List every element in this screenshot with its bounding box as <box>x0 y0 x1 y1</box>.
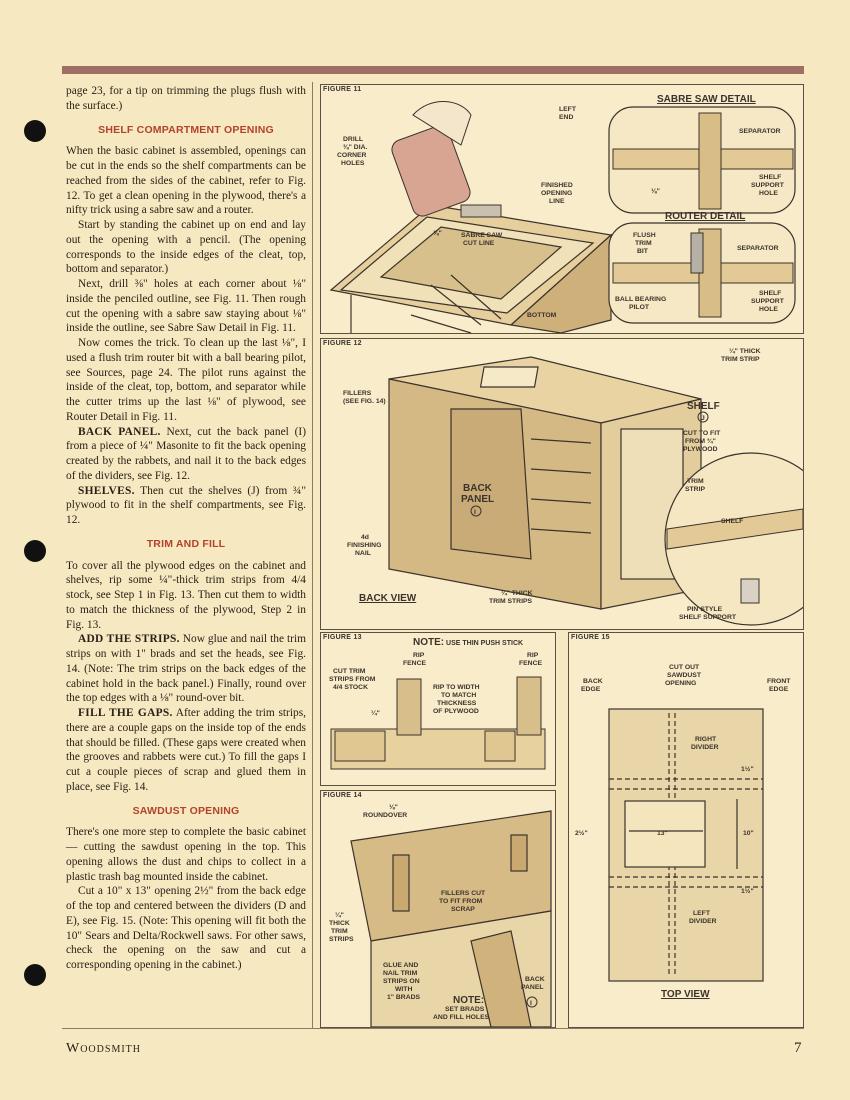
part-letter-circle <box>697 411 709 423</box>
fig12-back-view-title: BACK VIEW <box>359 593 417 604</box>
paragraph: FILL THE GAPS. After adding the trim str… <box>66 707 306 793</box>
paragraph: Cut a 10" x 13" opening 2½" from the bac… <box>66 885 306 971</box>
figure-label: FIGURE 14 <box>323 792 362 799</box>
fig15-label-thirteen: 13" <box>657 830 668 837</box>
fig12-label-shelf: SHELF <box>687 401 720 412</box>
paragraph: To cover all the plywood edges on the ca… <box>66 559 306 631</box>
fig11-label-bottom: BOTTOM <box>527 312 557 319</box>
fig11-label-separator2: SEPARATOR <box>737 245 779 252</box>
paragraph: Next, drill ⅜" holes at each corner abou… <box>66 278 306 335</box>
fig14-note: NOTE: <box>453 995 484 1006</box>
fig12-label-shelf2: SHELF <box>721 518 743 525</box>
footer-rule <box>62 1028 804 1029</box>
fig15-label-ten: 10" <box>743 830 754 837</box>
fig11-label-eighth: ⅛" <box>433 230 442 237</box>
magazine-name: Woodsmith <box>66 1041 141 1056</box>
fig11-sabre-detail-title: SABRE SAW DETAIL <box>657 94 756 105</box>
section-heading: SAWDUST OPENING <box>132 804 240 817</box>
figure-label: FIGURE 12 <box>323 340 362 347</box>
fig11-label-eighth2: ⅛" <box>651 188 660 195</box>
paragraph: There's one more step to complete the ba… <box>66 826 306 883</box>
fig13-label-quarter: ¼" <box>371 709 380 717</box>
article-text-column: page 23, for a tip on trimming the plugs… <box>66 84 306 973</box>
paragraph: Now comes the trick. To clean up the las… <box>66 337 306 423</box>
paragraph: Start by standing the cabinet up on end … <box>66 219 306 276</box>
fig15-label-half2: 1½" <box>741 887 754 895</box>
fig11-router-detail-title: ROUTER DETAIL <box>665 211 745 222</box>
section-heading: SHELF COMPARTMENT OPENING <box>98 123 274 136</box>
fig11-label-separator: SEPARATOR <box>739 128 781 135</box>
fig12-label-shelf-letter: J <box>701 415 705 422</box>
binder-hole <box>24 120 46 142</box>
part-letter-circle <box>526 996 538 1008</box>
binder-hole <box>24 964 46 986</box>
binder-hole <box>24 540 46 562</box>
fig15-top-view-title: TOP VIEW <box>661 989 710 1000</box>
figure-label: FIGURE 11 <box>323 86 362 93</box>
fig14-label-roundover: ⅛"ROUNDOVER <box>363 804 407 819</box>
paragraph: BACK PANEL. Next, cut the back panel (I)… <box>66 425 306 482</box>
fig15-label-half1: 1½" <box>741 765 754 773</box>
intro-paragraph: page 23, for a tip on trimming the plugs… <box>66 85 306 112</box>
paragraph: SHELVES. Then cut the shelves (J) from ¾… <box>66 484 306 527</box>
fig15-label-two-half: 2½" <box>575 829 588 837</box>
paragraph: When the basic cabinet is assembled, ope… <box>66 145 306 217</box>
fig14-label-panel-letter: I <box>530 1000 532 1007</box>
figure-label: FIGURE 13 <box>323 634 362 641</box>
column-divider <box>312 82 313 1028</box>
paragraph: ADD THE STRIPS. Now glue and nail the tr… <box>66 633 306 705</box>
section-heading: TRIM AND FILL <box>146 537 226 550</box>
figure-11: FIGURE 11 <box>320 84 804 334</box>
fig12-label-panel-letter: I <box>474 509 476 516</box>
part-letter-circle <box>470 505 482 517</box>
page-number: 7 <box>794 1040 802 1056</box>
figure-label: FIGURE 15 <box>571 634 610 641</box>
top-color-bar <box>62 66 804 74</box>
fig13-note: NOTE: USE THIN PUSH STICK <box>413 637 523 648</box>
fig12-label-fillers: FILLERS(SEE FIG. 14) <box>343 390 386 405</box>
